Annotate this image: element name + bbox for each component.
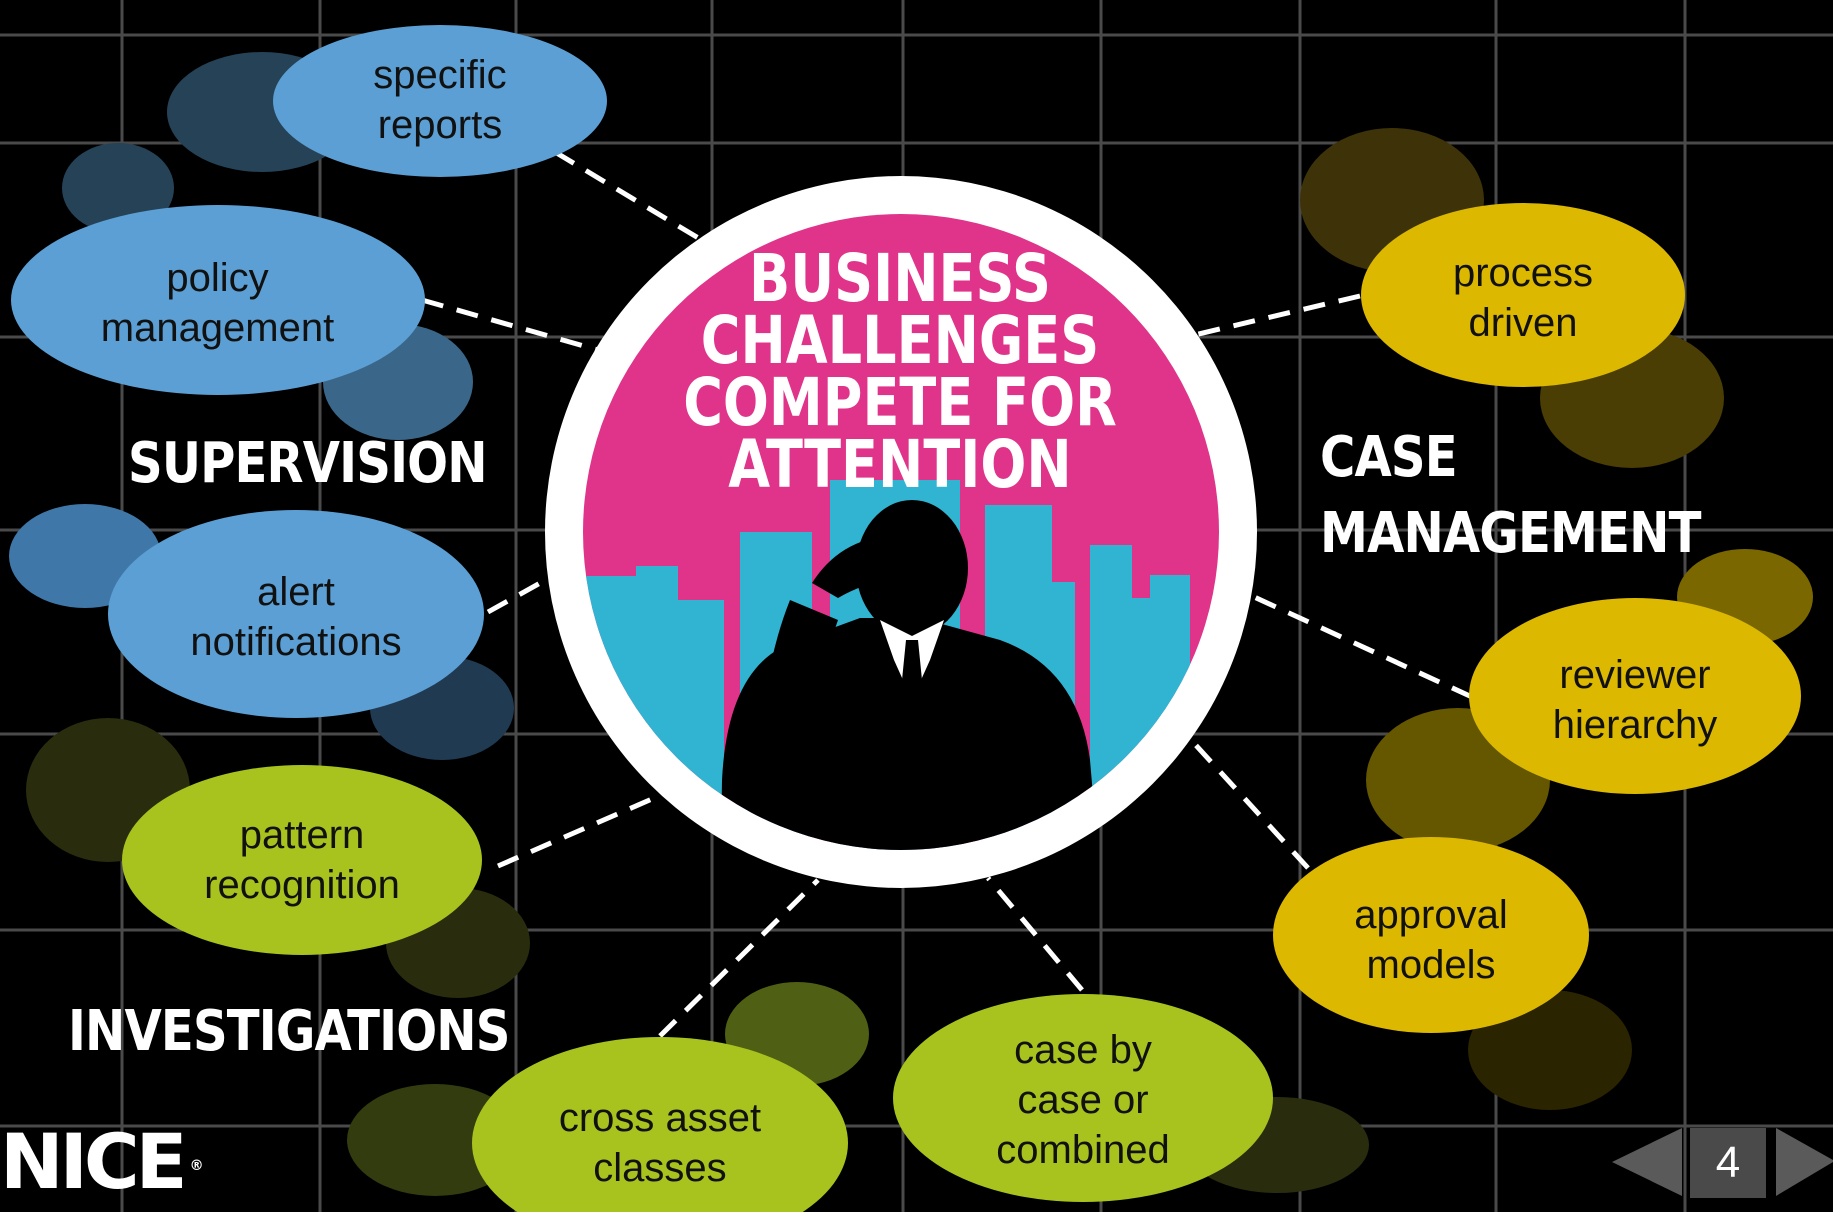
investigations-bubbles [122,765,1273,1212]
bubble-label-cross-asset-classes: cross asset classes [558,1096,762,1190]
bubble-case-by-case [893,994,1273,1202]
group-label-supervision: SUPERVISION [128,431,488,496]
group-label-investigations: INVESTIGATIONS [68,999,510,1064]
logo-registered-mark: ® [189,1158,204,1174]
bubble-cross-asset-classes [472,1037,848,1212]
center-medallion [545,176,1257,888]
bubble-reviewer-hierarchy [1469,598,1801,794]
bubble-label-case-by-case: case by case or combined [996,1028,1170,1172]
connector-approval-models [1180,728,1310,870]
bubble-label-reviewer-hierarchy: reviewer hierarchy [1552,653,1718,747]
bubble-label-pattern-recognition: pattern recognition [204,813,400,907]
connector-alert-notifications [486,569,562,615]
connector-process-driven [1189,293,1361,339]
bubble-specific-reports [273,25,607,177]
connector-reviewer-hierarchy [1250,593,1474,700]
stressed-businessman-silhouette-icon [720,500,1102,850]
bubble-label-alert-notifications: alert notifications [190,570,402,664]
bubble-label-process-driven: process driven [1452,251,1594,345]
bubble-process-driven [1361,203,1685,387]
bubble-approval-models [1273,837,1589,1033]
previous-page-arrow-icon[interactable] [1612,1128,1682,1196]
bubble-label-specific-reports: specific reports [373,53,507,147]
nice-logo: NICE® [0,1122,204,1202]
center-title: BUSINESS CHALLENGES COMPETE FOR ATTENTIO… [683,240,1117,503]
bubble-label-approval-models: approval models [1354,893,1508,987]
connector-cross-asset [658,878,820,1038]
connector-case-by-case [986,876,1084,992]
bubble-pattern-recognition [122,765,482,955]
next-page-arrow-icon[interactable] [1776,1128,1833,1196]
bubble-label-policy-management: policy management [100,256,335,350]
group-label-case-management: CASE MANAGEMENT [1320,425,1701,566]
page-number: 4 [1690,1128,1766,1198]
case-management-bubbles [1273,203,1801,1033]
connector-pattern-recognition [497,789,669,869]
bubble-alert-notifications [108,510,484,718]
supervision-bubbles [11,25,607,718]
connector-policy-management [421,297,599,353]
connector-lines [421,149,1474,1038]
connector-specific-reports [553,149,712,248]
logo-text: NICE [0,1117,188,1206]
bubble-policy-management [11,205,425,395]
